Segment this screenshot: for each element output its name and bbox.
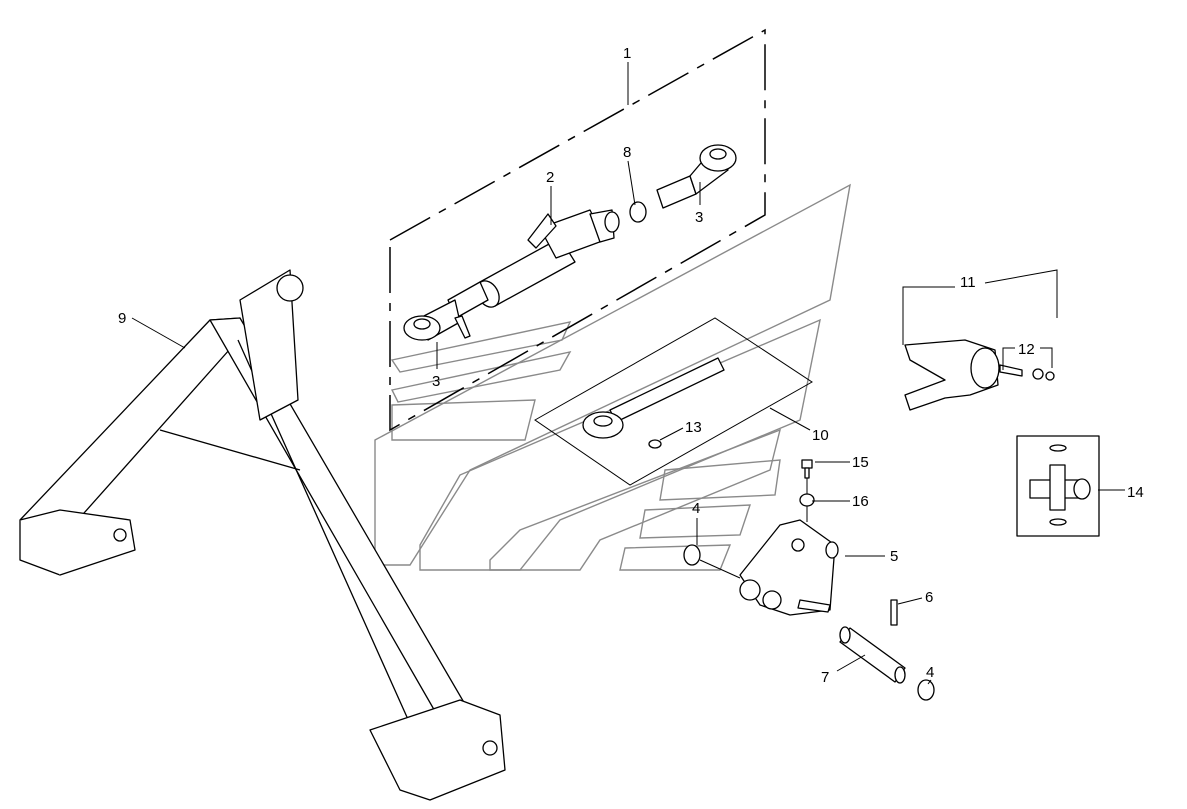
callout-16: 16 <box>852 493 869 510</box>
callout-5: 5 <box>890 548 898 565</box>
assembly-10-boundary <box>534 317 813 486</box>
callout-9: 9 <box>118 310 126 327</box>
callout-4: 4 <box>692 500 700 517</box>
leader-lines <box>131 62 1125 685</box>
a-frame <box>19 269 506 801</box>
callout-8: 8 <box>623 144 631 161</box>
top-link-assembly <box>403 144 737 341</box>
callout-7: 7 <box>821 669 829 686</box>
callout-6: 6 <box>925 589 933 606</box>
callout-10: 10 <box>812 427 829 444</box>
callout-15: 15 <box>852 454 869 471</box>
callout-2: 2 <box>546 169 554 186</box>
threaded-rod-eye <box>582 357 725 449</box>
callout-3: 3 <box>695 209 703 226</box>
callout-3: 3 <box>432 373 440 390</box>
callout-14: 14 <box>1127 484 1144 501</box>
callout-4: 4 <box>926 664 934 681</box>
universal-joint-cross <box>1016 435 1100 537</box>
callout-12: 12 <box>1018 341 1035 358</box>
assembly-1-boundary <box>389 28 766 432</box>
callout-11: 11 <box>960 274 976 291</box>
callout-1: 1 <box>623 45 631 62</box>
watermark-logo <box>374 183 851 571</box>
callout-13: 13 <box>685 419 702 436</box>
yoke-assembly <box>904 339 1055 411</box>
bracket-assembly <box>683 459 935 701</box>
